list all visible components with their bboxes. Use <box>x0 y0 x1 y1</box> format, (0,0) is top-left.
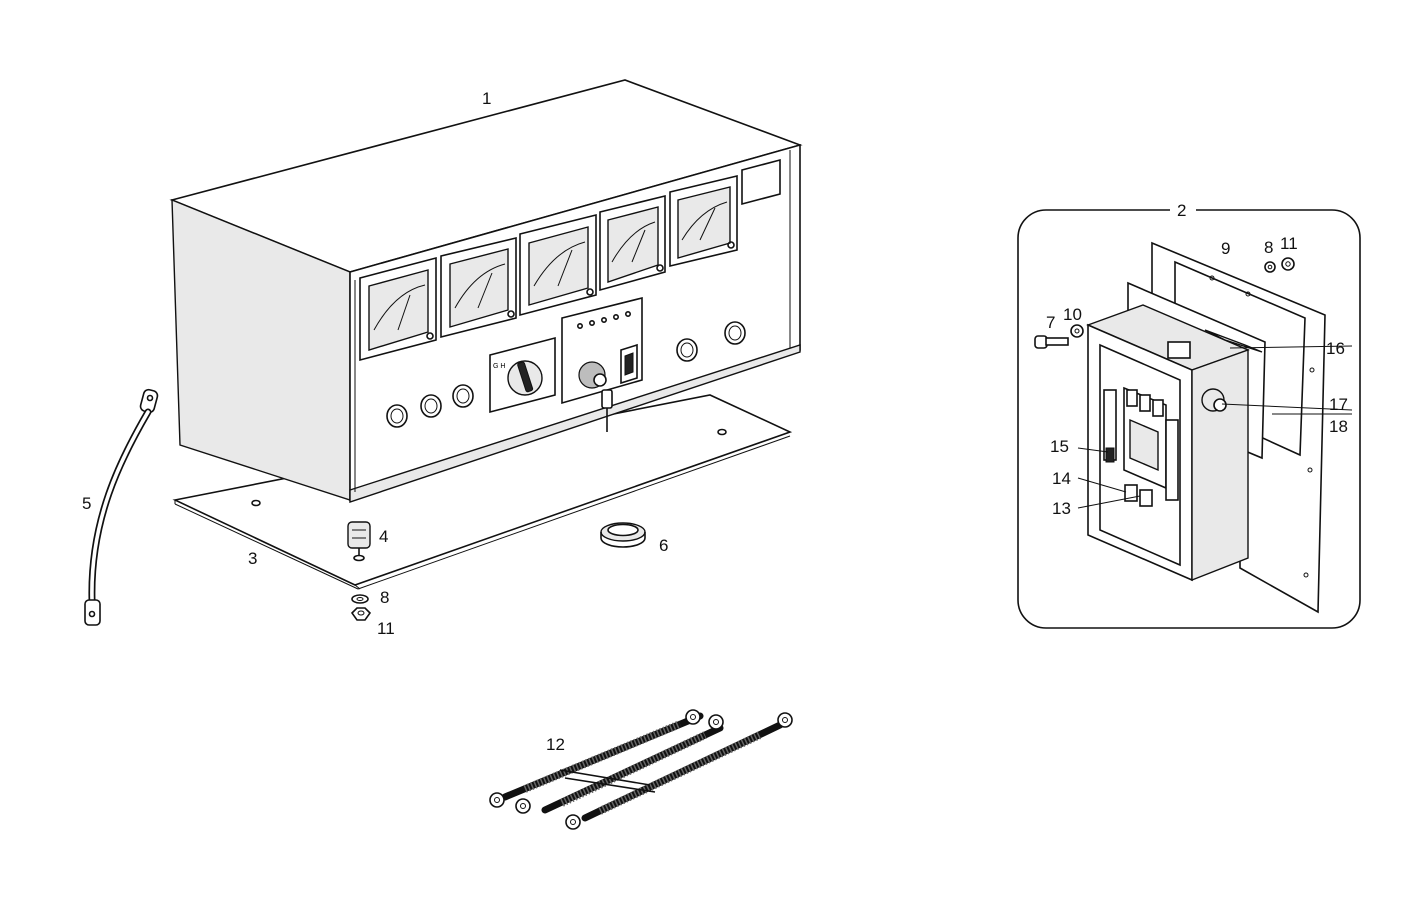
label-part-11-detail: 11 <box>1280 234 1298 253</box>
label-part-12: 12 <box>546 735 565 754</box>
cable-set <box>489 709 793 830</box>
label-part-6: 6 <box>659 536 668 555</box>
label-part-2: 2 <box>1177 201 1186 220</box>
detail-box <box>1017 198 1361 629</box>
vibration-mount <box>347 521 371 562</box>
label-part-15: 15 <box>1050 437 1069 456</box>
part-labels: 1 2 3 4 5 6 7 8 8 9 10 11 11 12 13 14 15… <box>82 89 1348 754</box>
label-part-13: 13 <box>1052 499 1071 518</box>
label-part-8-cabinet: 8 <box>380 588 389 607</box>
label-part-1: 1 <box>482 89 491 108</box>
selector-switch: G H <box>489 336 556 414</box>
label-part-11-cabinet: 11 <box>377 619 395 638</box>
hour-counter <box>741 158 781 206</box>
grommet <box>600 522 646 548</box>
label-part-18: 18 <box>1329 417 1348 436</box>
washer-and-nut <box>350 594 372 621</box>
label-part-7: 7 <box>1046 313 1055 332</box>
svg-text:G H: G H <box>493 363 505 370</box>
label-part-5: 5 <box>82 494 91 513</box>
label-part-3: 3 <box>248 549 257 568</box>
gauge-4 <box>599 194 666 292</box>
label-part-14: 14 <box>1052 469 1071 488</box>
gauge-5 <box>669 174 738 268</box>
ground-cable <box>84 388 159 626</box>
gauge-3 <box>519 213 597 317</box>
push-buttons <box>386 321 746 428</box>
label-part-17: 17 <box>1329 395 1348 414</box>
gauge-2 <box>440 236 517 339</box>
label-part-4: 4 <box>379 527 388 546</box>
leader-lines <box>1077 345 1353 509</box>
label-part-16: 16 <box>1326 339 1345 358</box>
label-part-10: 10 <box>1063 305 1082 324</box>
label-part-8-detail: 8 <box>1264 238 1273 257</box>
control-cabinet: G H <box>169 79 803 503</box>
label-part-9: 9 <box>1221 239 1230 258</box>
key-switch-panel <box>561 296 643 432</box>
gauge-1 <box>359 256 437 362</box>
